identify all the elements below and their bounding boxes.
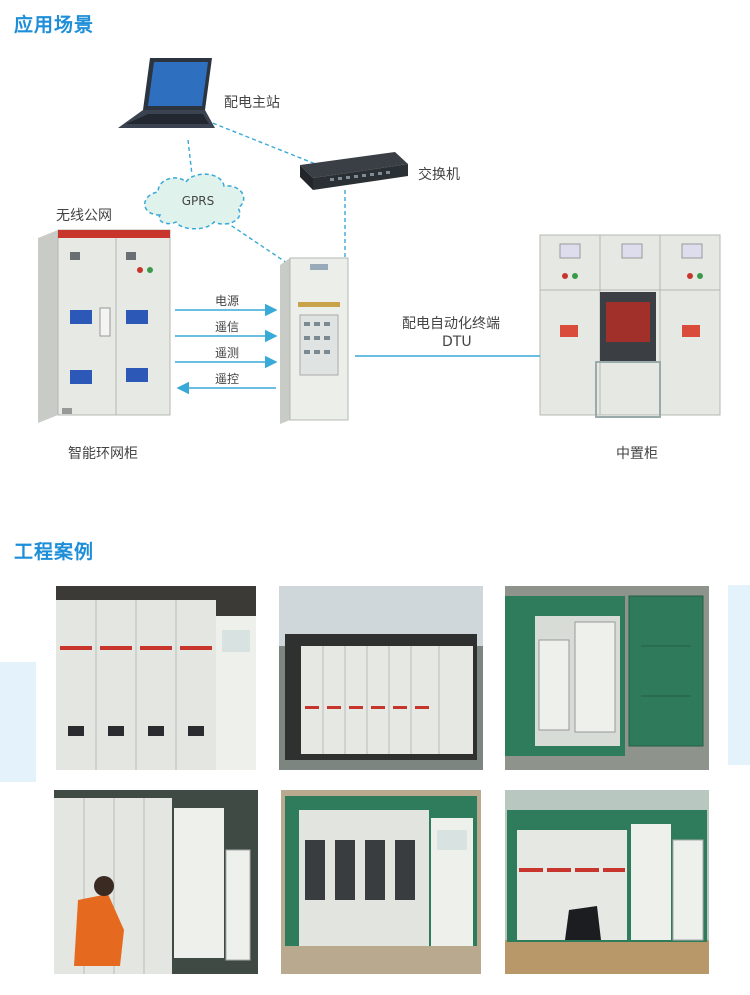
dtu-label-line1: 配电自动化终端 [402, 316, 500, 332]
laptop-icon [118, 58, 215, 128]
case-photo-2 [279, 586, 483, 770]
switch-label: 交换机 [418, 167, 460, 183]
decor-block-right [728, 585, 750, 765]
signal-label-remote-signal: 遥信 [215, 320, 240, 334]
signal-label-remote-measure: 遥测 [215, 346, 240, 360]
dtu-cabinet-image [280, 257, 349, 424]
signal-label-remote-control: 遥控 [215, 372, 240, 386]
ring-cabinet-image [38, 229, 171, 423]
scene-title: 应用场景 [14, 14, 95, 36]
signal-arrows [175, 303, 278, 395]
network-switch-icon [300, 152, 408, 190]
wireless-network-label: 无线公网 [56, 208, 112, 224]
master-station-label: 配电主站 [224, 95, 280, 111]
case-photo-3 [505, 586, 709, 770]
ring-cabinet-label: 智能环网柜 [68, 446, 138, 462]
case-photo-4 [54, 790, 258, 974]
case-photo-6 [505, 790, 709, 974]
case-photo-1 [56, 586, 256, 770]
middle-cabinet-label: 中置柜 [616, 446, 658, 462]
gprs-cloud-icon [144, 173, 245, 230]
cases-title: 工程案例 [14, 541, 95, 563]
dashed-links [187, 117, 346, 266]
middle-cabinet-image [539, 234, 721, 418]
signal-label-power: 电源 [215, 294, 240, 308]
dtu-label-line2: DTU [442, 334, 472, 350]
decor-block-left [0, 662, 36, 782]
gprs-label: GPRS [182, 194, 215, 208]
network-diagram: GPRS [38, 58, 721, 424]
case-photo-5 [281, 790, 481, 974]
